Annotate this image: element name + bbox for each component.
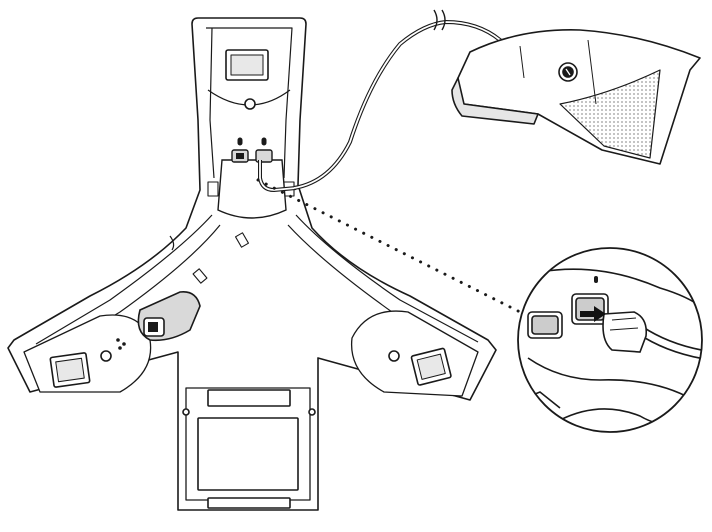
- microphone-port-icon: [594, 276, 598, 283]
- push-arrow-icon: [580, 306, 606, 322]
- bottom-left-screw: [182, 408, 190, 416]
- right-arm-contour: [287, 214, 479, 357]
- mic-plug-on-lobe: [137, 290, 201, 342]
- bottom-slot-bottom: [207, 497, 291, 509]
- microphone-port-icon: [237, 137, 243, 146]
- mic-front-edge: [451, 77, 539, 125]
- left-clip: [207, 181, 219, 197]
- cable-clip-2: [192, 268, 208, 284]
- callout-leader-line: [256, 178, 522, 314]
- microphone-port-icon: [261, 137, 267, 146]
- callout-ring: [517, 247, 703, 433]
- bottom-label-area: [197, 417, 299, 491]
- left-screw-hole: [100, 350, 112, 362]
- bottom-right-screw: [308, 408, 316, 416]
- phone-base: [7, 17, 497, 511]
- extension-microphone: [451, 29, 701, 165]
- mic-mesh-grille: [559, 69, 661, 159]
- bluetooth-symbol-icon: [116, 338, 126, 350]
- mic-seam-lines: [519, 39, 597, 105]
- side-notch: [169, 235, 175, 251]
- left-arm-contour: [35, 214, 221, 359]
- zoom-plug: [602, 311, 648, 353]
- cable-clip-1: [234, 232, 250, 248]
- phone-body-outline: [7, 17, 497, 511]
- callout-zoom-circle: [517, 247, 703, 433]
- top-arm-ridge: [206, 27, 293, 179]
- connector-module: [217, 137, 297, 219]
- right-screw-hole: [388, 350, 400, 362]
- right-mic-port: [255, 149, 273, 163]
- mic-top-surface: [456, 29, 701, 165]
- cable-break-mark: [433, 9, 438, 31]
- bottom-slot-top: [207, 389, 291, 407]
- top-screw-hole: [244, 98, 256, 110]
